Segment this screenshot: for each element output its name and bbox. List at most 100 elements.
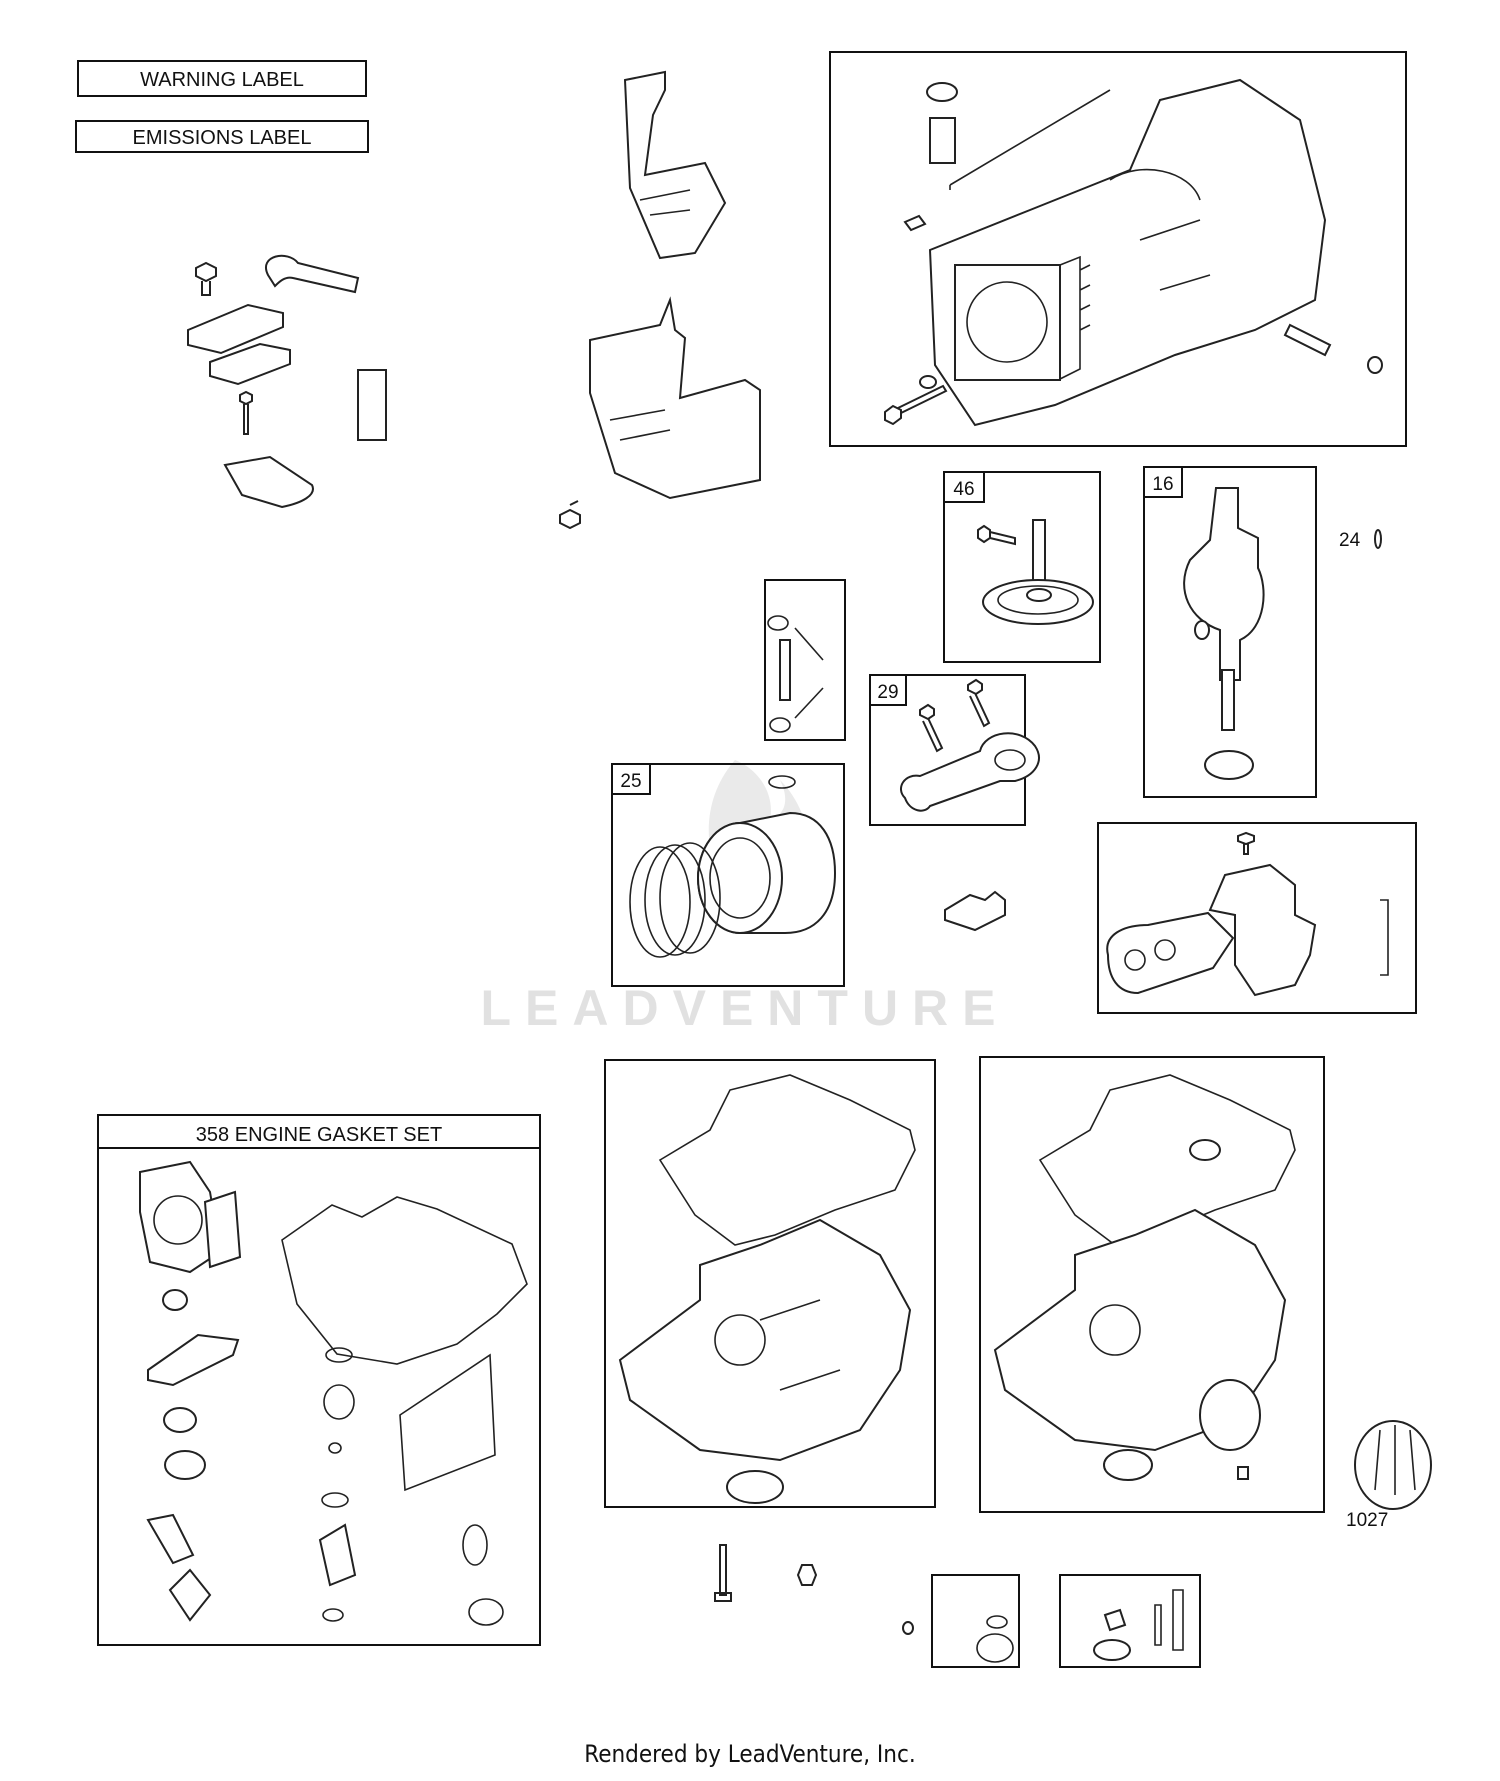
cylinder-block <box>884 78 1383 427</box>
breather-parts-group[interactable] <box>187 254 387 509</box>
connecting-rod <box>900 678 1040 812</box>
head-gasket-icon <box>139 1160 222 1274</box>
gasket-set-title: 358 ENGINE GASKET SET <box>196 1124 442 1146</box>
sump-gasket-icon <box>281 1196 528 1365</box>
breather-assembly-box[interactable] <box>1097 822 1417 1014</box>
air-guide-lower-icon <box>589 296 761 500</box>
crankcase-cover-b <box>993 1074 1296 1481</box>
valve-cover-gasket-icon <box>203 1190 242 1269</box>
cover-gasket-icon <box>1038 1074 1296 1246</box>
bolt-icon <box>559 500 581 530</box>
oil-filter-icon <box>1354 1420 1432 1510</box>
rod-bolt-icon <box>919 703 944 753</box>
crankshaft-icon <box>1183 487 1265 681</box>
retainer-icon <box>767 615 789 631</box>
cam-pin-icon <box>977 524 1016 546</box>
link-icon <box>1172 1589 1184 1651</box>
piston-ring-icon <box>629 846 691 958</box>
footer-credit: Rendered by LeadVenture, Inc. <box>584 1740 916 1768</box>
warning-label-box[interactable] <box>77 60 367 97</box>
rod-bolt-icon <box>967 678 991 728</box>
breather-gasket-icon <box>1106 911 1235 995</box>
crank-gear-icon <box>1204 750 1254 780</box>
breather-housing-icon <box>1208 863 1317 997</box>
warning-label-text: WARNING LABEL <box>140 69 304 91</box>
governor-cup-icon <box>1093 1639 1131 1661</box>
oil-pump-icon <box>1199 1379 1261 1451</box>
breather-screw-icon <box>1237 831 1255 855</box>
crankcase-cover-a <box>618 1074 916 1504</box>
carb-gasket-icon <box>318 1523 357 1587</box>
camshaft-gear <box>977 519 1094 625</box>
breather-tube-icon <box>265 254 360 294</box>
crankshaft-box[interactable] <box>1143 466 1317 798</box>
breather-assembly <box>1106 831 1389 997</box>
breather-gasket-icon <box>209 342 291 386</box>
piston-pin <box>767 615 824 733</box>
cover-gasket-icon <box>658 1074 916 1246</box>
breather-cover-icon <box>187 303 284 355</box>
piston-ring-icon <box>659 842 721 954</box>
watermark-text: LEADVENTURE <box>480 980 1009 1036</box>
small-nut-icon <box>902 1621 914 1635</box>
drain-bolt-icon[interactable] <box>714 1544 732 1602</box>
cover-oil-seal-icon <box>1103 1449 1153 1481</box>
cover-gasket-icon <box>399 1353 496 1492</box>
dowel-pin-icon <box>903 214 927 232</box>
piston-retainer-icon <box>768 775 796 789</box>
washer-icon <box>976 1633 1014 1663</box>
callout-16: 16 <box>1152 474 1173 495</box>
intake-gasket-icon <box>147 1333 240 1387</box>
governor-shaft-box[interactable] <box>931 1574 1020 1668</box>
crank-pin-icon <box>1283 323 1332 357</box>
emissions-label-box[interactable] <box>75 120 369 153</box>
piston-ring-icon <box>644 844 706 956</box>
air-guide-upper[interactable] <box>623 70 727 260</box>
nut-icon[interactable] <box>796 1564 818 1586</box>
callout-46: 46 <box>953 479 974 500</box>
cylinder-bore-icon <box>954 264 1061 381</box>
callout-25: 25 <box>620 771 641 792</box>
gasket-set-parts <box>139 1160 528 1626</box>
valve-seal-icon <box>162 1289 188 1311</box>
engine-gasket-set-box[interactable] <box>97 1114 541 1646</box>
crankcase-cover-box-b[interactable] <box>979 1056 1325 1513</box>
callout-29: 29 <box>877 682 898 703</box>
o-ring-icon <box>323 1384 355 1420</box>
key-icon[interactable] <box>1374 529 1382 549</box>
governor-gear-icon[interactable] <box>944 890 1006 932</box>
crank-seal-icon <box>164 1450 206 1480</box>
spring-icon <box>1154 1604 1162 1646</box>
plug-icon <box>1237 1466 1249 1480</box>
screw-icon <box>239 390 253 435</box>
crankcase-cover-box-a[interactable] <box>604 1059 936 1508</box>
governor-assembly-parts <box>1093 1589 1184 1661</box>
exhaust-gasket-icon <box>146 1513 195 1565</box>
oil-filter[interactable] <box>1354 1420 1432 1510</box>
breather-tube-icon <box>1380 899 1389 976</box>
piston-pin-box[interactable] <box>764 579 846 741</box>
connecting-rod-icon <box>900 732 1040 812</box>
governor-assembly-box[interactable] <box>1059 1574 1201 1668</box>
oil-pump-gear-icon <box>1189 1139 1221 1161</box>
piston-and-rings <box>629 775 837 958</box>
cylinder-assembly-box[interactable] <box>829 51 1407 447</box>
camshaft-box[interactable] <box>943 471 1101 663</box>
callout-24: 24 <box>1339 530 1361 551</box>
long-bolt-icon <box>884 384 948 426</box>
oil-seal-icon <box>163 1407 197 1433</box>
emissions-label-text: EMISSIONS LABEL <box>133 127 312 149</box>
pin-icon <box>779 639 791 701</box>
callout-1027: 1027 <box>1346 1510 1388 1531</box>
piston-box[interactable] <box>611 763 845 987</box>
air-guide-lower[interactable] <box>559 296 761 530</box>
muffler-gasket-icon <box>168 1568 212 1622</box>
cam-gear-icon <box>982 579 1094 625</box>
seal-icon <box>926 82 958 102</box>
sleeve-icon <box>929 117 956 164</box>
bolt-icon <box>195 261 217 296</box>
air-guide-upper-icon <box>623 70 727 260</box>
crankshaft <box>1183 487 1265 780</box>
nut-icon <box>1367 356 1383 374</box>
